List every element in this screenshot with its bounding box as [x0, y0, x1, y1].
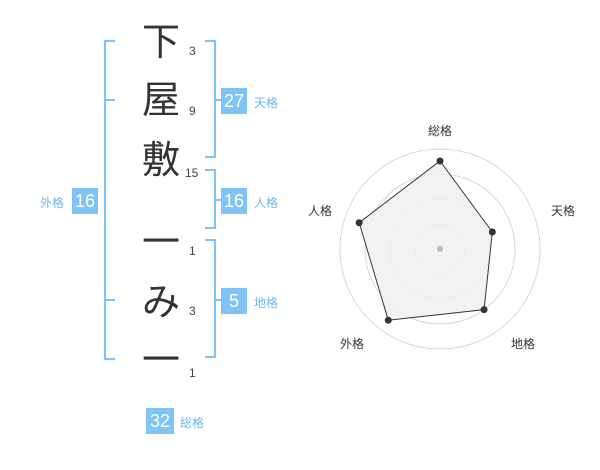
tenkaku-value: 27 — [221, 88, 247, 114]
radar-polygon — [358, 160, 493, 321]
radar-axis-label-jinkaku: 人格 — [308, 204, 333, 218]
name-char-3: 敷 — [141, 138, 180, 182]
chikaku-label: 地格 — [254, 296, 279, 310]
stroke-count-3: 15 — [185, 166, 199, 180]
radar-point-4 — [384, 316, 392, 324]
radar-axis-label-tenkaku: 天格 — [551, 204, 576, 218]
radar-point-3 — [480, 306, 488, 314]
radar-axis-label-gaikaku: 外格 — [340, 337, 365, 351]
gaikaku-label: 外格 — [40, 196, 65, 210]
radar-ring — [339, 148, 541, 350]
stroke-count-5: 3 — [189, 304, 196, 318]
name-char-2: 屋 — [141, 78, 180, 122]
radar-center-dot — [437, 246, 443, 252]
radar-point-2 — [488, 228, 496, 236]
jinkaku-label: 人格 — [254, 196, 279, 210]
name-char-1: 下 — [141, 20, 180, 64]
gaikaku-value: 16 — [72, 188, 98, 214]
name-char-5: み — [141, 280, 180, 324]
radar-axis-label-soukaku: 総格 — [428, 124, 453, 138]
stroke-count-2: 9 — [189, 104, 196, 118]
radar-axis-label-chikaku: 地格 — [511, 337, 536, 351]
tenkaku-label: 天格 — [254, 96, 279, 110]
soukaku-value: 32 — [146, 408, 174, 434]
radar-point-1 — [436, 157, 444, 165]
soukaku-label: 総格 — [180, 416, 205, 430]
name-char-6: 一 — [141, 338, 180, 382]
chikaku-value: 5 — [221, 288, 247, 314]
chikaku-bracket — [205, 239, 216, 358]
stroke-count-4: 1 — [189, 244, 196, 258]
jinkaku-value: 16 — [221, 188, 247, 214]
stroke-count-1: 3 — [189, 44, 196, 58]
gaikaku-bracket — [104, 40, 115, 360]
stroke-count-6: 1 — [189, 366, 196, 380]
name-char-4: 一 — [141, 220, 180, 264]
radar-point-5 — [355, 219, 363, 227]
